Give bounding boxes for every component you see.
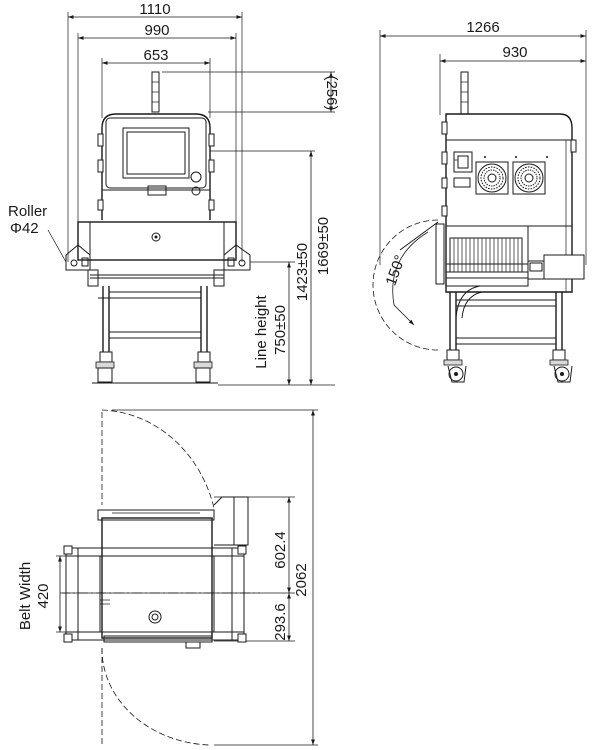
roller-right-icon <box>238 259 246 267</box>
dim-1110-label: 1110 <box>139 1 170 18</box>
cabinet-body <box>101 113 211 220</box>
door-envelope-upper <box>101 409 215 509</box>
door-swing-arc <box>372 219 439 351</box>
line-height-label: Line height <box>253 294 270 368</box>
dim-256-label: (256) <box>323 75 340 110</box>
center-mark-icon <box>151 232 161 242</box>
side-cabinet-body <box>445 113 573 293</box>
belt-width-value: 420 <box>35 583 52 608</box>
caster-right-icon <box>554 366 570 382</box>
dim-2062-label: 2062 <box>293 563 310 596</box>
roller-left-icon <box>70 259 78 267</box>
dim-1669-label: 1669±50 <box>315 217 332 275</box>
cooling-fan-right-icon <box>512 161 546 195</box>
dim-602-label: 602.4 <box>272 531 289 569</box>
touch-screen <box>122 127 190 179</box>
dim-293-label: 293.6 <box>272 603 289 641</box>
dim-1266-label: 1266 <box>466 19 499 36</box>
foot-pad-left <box>97 367 113 383</box>
conveyor-motor <box>543 254 585 280</box>
roller-label: Roller <box>8 203 47 220</box>
caster-left-icon <box>448 366 464 382</box>
top-cabinet-body <box>101 517 213 639</box>
key-switch-icon <box>190 171 202 183</box>
front-view: 1110 990 653 <box>8 1 340 386</box>
door-angle-label: 150° <box>382 253 409 288</box>
line-height-value: 750±50 <box>272 305 289 355</box>
side-signal-tower-icon <box>460 71 469 115</box>
cooling-fan-left-icon <box>475 161 509 195</box>
top-view: 2062 602.4 293.6 <box>17 409 318 746</box>
foot-pad-right <box>195 367 211 383</box>
side-view: 1266 930 <box>372 19 587 383</box>
emergency-stop-icon <box>191 186 201 196</box>
door-envelope-lower <box>101 647 211 746</box>
tunnel-housing <box>77 221 237 261</box>
dim-1423-label: 1423±50 <box>294 243 311 301</box>
roller-value: Φ42 <box>10 220 39 237</box>
lead-curtain <box>449 237 523 273</box>
dim-990-label: 990 <box>144 22 169 39</box>
dim-930-label: 930 <box>502 44 527 61</box>
dim-653-label: 653 <box>143 47 168 64</box>
top-center-mark-icon <box>148 610 162 624</box>
belt-width-label: Belt Width <box>17 562 34 630</box>
